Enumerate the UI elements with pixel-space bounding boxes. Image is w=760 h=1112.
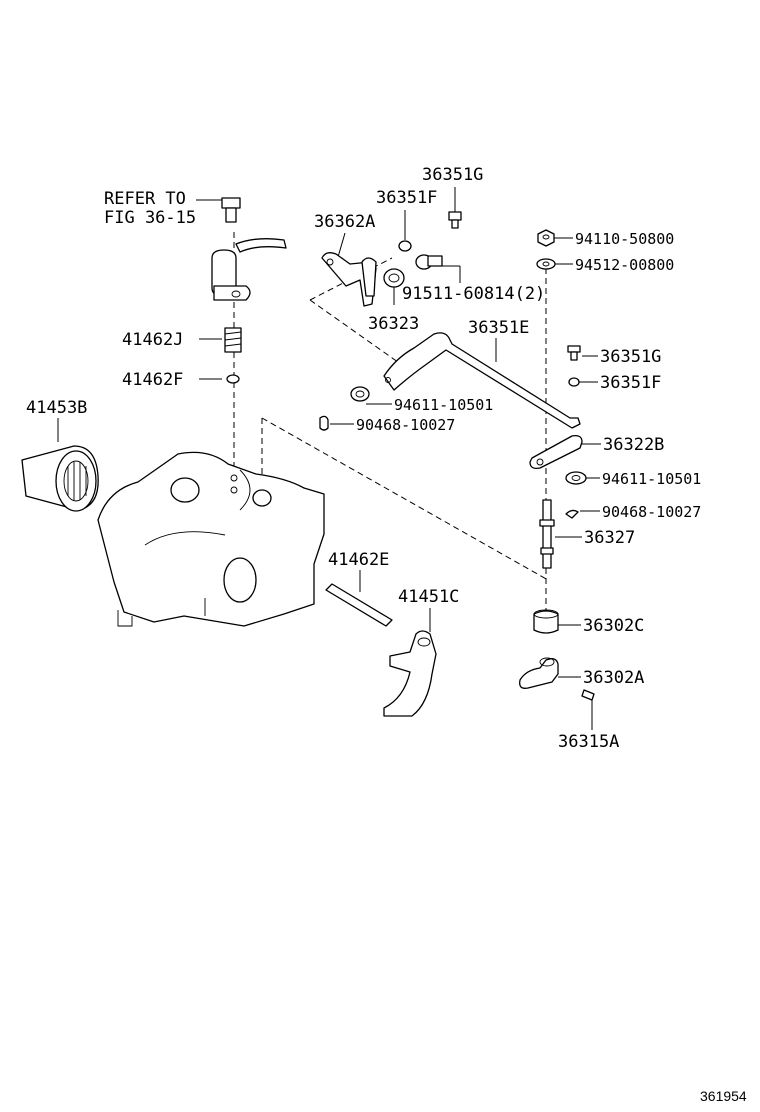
label-36322B[interactable]: 36322B: [603, 435, 664, 455]
washer-36351F-right-icon: [568, 377, 580, 387]
label-36351E[interactable]: 36351E: [468, 318, 529, 338]
nut-94110-icon: [537, 229, 555, 247]
bracket-36362A-icon: [321, 252, 377, 307]
pin-36315A-icon: [581, 689, 595, 701]
label-36351G-top[interactable]: 36351G: [422, 165, 483, 185]
sensor-switch-icon: [211, 238, 287, 301]
label-91511-60814[interactable]: 91511-60814(2): [402, 284, 545, 304]
label-36362A[interactable]: 36362A: [314, 212, 375, 232]
lever-36302A-icon: [519, 657, 559, 689]
bolt-36351G-right-icon: [567, 345, 581, 361]
label-41462E[interactable]: 41462E: [328, 550, 389, 570]
label-41453B[interactable]: 41453B: [26, 398, 87, 418]
label-90468-10027-right[interactable]: 90468-10027: [602, 503, 701, 521]
shift-fork-41451C-icon: [383, 630, 437, 717]
label-90468-10027-mid[interactable]: 90468-10027: [356, 416, 455, 434]
refer-fig-label: FIG 36-15: [104, 208, 196, 228]
label-41451C[interactable]: 41451C: [398, 587, 459, 607]
washer-94611-mid-icon: [350, 386, 370, 402]
label-94611-10501-mid[interactable]: 94611-10501: [394, 396, 493, 414]
transmission-case-icon: [97, 451, 325, 627]
bolt-91511-icon: [415, 254, 443, 270]
reference-number: 361954: [700, 1088, 747, 1104]
label-41462J[interactable]: 41462J: [122, 330, 183, 350]
label-41462F[interactable]: 41462F: [122, 370, 183, 390]
refer-to-label: REFER TO: [104, 189, 186, 209]
pin-90468-right-icon: [565, 509, 579, 519]
leader-lines: [57, 187, 601, 730]
label-36315A[interactable]: 36315A: [558, 732, 619, 752]
collar-36302C-icon: [533, 609, 559, 634]
ball-41462F-icon: [226, 374, 240, 384]
pin-41462E-icon: [325, 583, 393, 627]
label-94110-50800[interactable]: 94110-50800: [575, 230, 674, 248]
bushing-36323-icon: [383, 268, 405, 288]
washer-36351F-top-icon: [398, 240, 412, 252]
label-94611-10501-right[interactable]: 94611-10501: [602, 470, 701, 488]
label-36302A[interactable]: 36302A: [583, 668, 644, 688]
rod-36351E-icon: [383, 332, 581, 429]
lever-36322B-icon: [529, 434, 583, 470]
label-36302C[interactable]: 36302C: [583, 616, 644, 636]
label-36327[interactable]: 36327: [584, 528, 635, 548]
label-36351G-right[interactable]: 36351G: [600, 347, 661, 367]
spring-41462J-icon: [224, 327, 242, 353]
shaft-36327-icon: [539, 499, 555, 569]
pin-90468-mid-icon: [319, 415, 329, 431]
bolt-36351G-top-icon: [448, 211, 462, 229]
label-36323[interactable]: 36323: [368, 314, 419, 334]
washer-94512-icon: [536, 258, 556, 270]
bolt-refer-icon: [221, 197, 241, 223]
label-36351F-right[interactable]: 36351F: [600, 373, 661, 393]
label-94512-00800[interactable]: 94512-00800: [575, 256, 674, 274]
bearing-41453B-icon: [21, 445, 99, 512]
label-36351F-top[interactable]: 36351F: [376, 188, 437, 208]
washer-94611-right-icon: [565, 471, 587, 485]
